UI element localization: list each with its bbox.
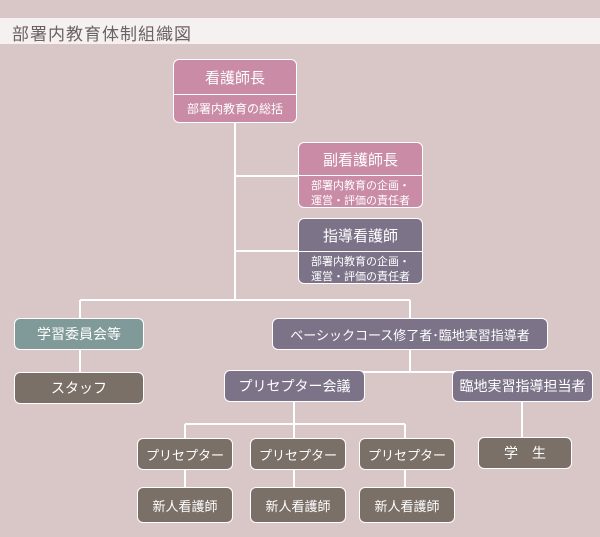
instructor-desc-line-2: 運営・評価の責任者 <box>311 269 410 283</box>
instructor-desc: 部署内教育の企画・ 運営・評価の責任者 <box>299 251 422 283</box>
head-nurse-box: 看護師長 部署内教育の総括 <box>173 59 297 123</box>
deputy-head-nurse-box: 副看護師長 部署内教育の企画・ 運営・評価の責任者 <box>298 142 423 208</box>
student-box: 学 生 <box>478 437 572 469</box>
instructor-title: 指導看護師 <box>299 219 422 251</box>
preceptor-box-3: プリセプター <box>359 438 455 470</box>
page-title: 部署内教育体制組織図 <box>12 25 192 45</box>
clinical-leader-box: 臨地実習指導担当者 <box>452 370 593 402</box>
preceptor-meeting-box: プリセプター会議 <box>224 370 365 402</box>
basic-course-box: ベーシックコース修了者･臨地実習指導者 <box>272 318 548 350</box>
instructor-desc-line-1: 部署内教育の企画・ <box>311 254 410 268</box>
head-nurse-desc-text: 部署内教育の総括 <box>186 102 283 116</box>
new-nurse-box-1: 新人看護師 <box>137 487 233 523</box>
staff-box: スタッフ <box>14 372 144 404</box>
deputy-desc-line-2: 運営・評価の責任者 <box>311 193 410 207</box>
title-bar: 部署内教育体制組織図 <box>0 18 600 45</box>
head-nurse-desc: 部署内教育の総括 <box>174 94 296 122</box>
deputy-title: 副看護師長 <box>299 143 422 175</box>
new-nurse-box-3: 新人看護師 <box>359 487 455 523</box>
instructor-nurse-box: 指導看護師 部署内教育の企画・ 運営・評価の責任者 <box>298 218 423 284</box>
preceptor-box-2: プリセプター <box>250 438 346 470</box>
deputy-desc-line-1: 部署内教育の企画・ <box>311 178 410 192</box>
study-committee-box: 学習委員会等 <box>14 318 144 350</box>
deputy-desc: 部署内教育の企画・ 運営・評価の責任者 <box>299 175 422 207</box>
new-nurse-box-2: 新人看護師 <box>250 487 346 523</box>
head-nurse-title: 看護師長 <box>174 60 296 94</box>
preceptor-box-1: プリセプター <box>137 438 233 470</box>
